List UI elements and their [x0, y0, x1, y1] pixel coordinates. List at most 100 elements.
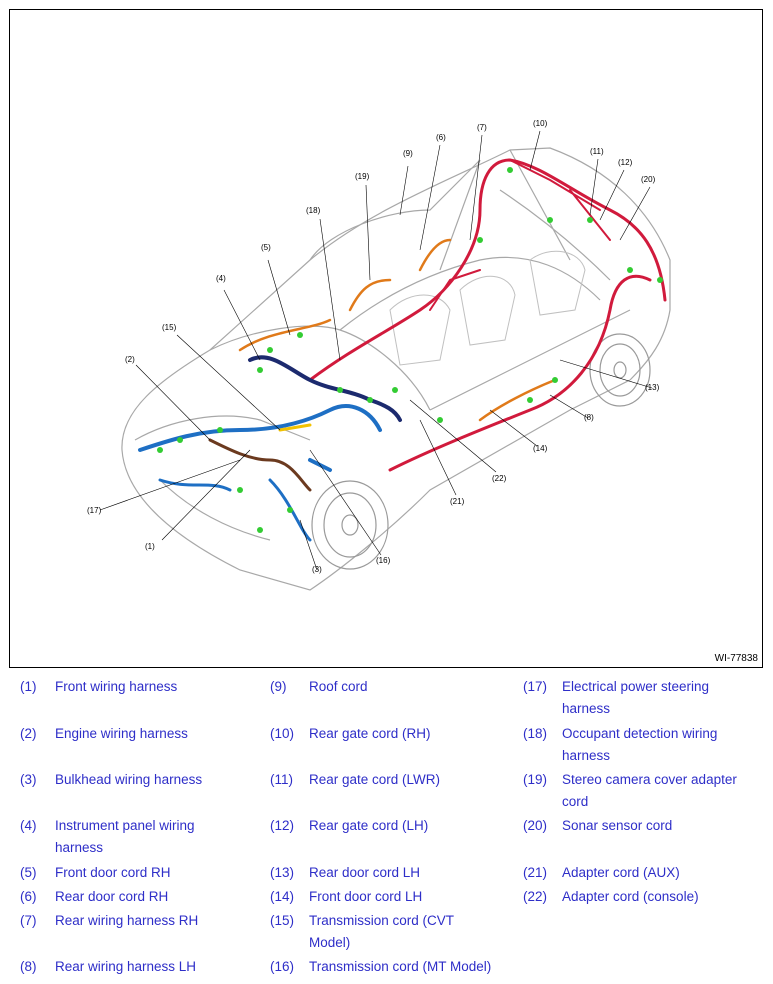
legend-label-line1: Transmission cord (MT Model) [309, 959, 492, 974]
legend-label-line1: Front door cord RH [55, 865, 171, 880]
legend-label: Stereo camera cover adapter cord [562, 769, 737, 813]
legend-number: (22) [523, 889, 548, 904]
legend-label: Rear gate cord (LWR) [309, 769, 440, 791]
wheels [311, 333, 651, 570]
legend-label: Rear wiring harness RH [55, 910, 198, 932]
callout-4: (4) [216, 274, 226, 283]
legend-number: (7) [20, 913, 37, 928]
legend-label: Roof cord [309, 676, 368, 698]
legend-number: (10) [270, 726, 295, 741]
legend-label-line1: Sonar sensor cord [562, 818, 673, 833]
legend-label-line2: cord [562, 794, 589, 809]
figure-id: WI-77838 [714, 653, 758, 664]
legend-label-line1: Roof cord [309, 679, 368, 694]
legend-label-line1: Rear door cord LH [309, 865, 421, 880]
legend-label-line1: Transmission cord (CVT [309, 913, 455, 928]
callout-1: (1) [145, 542, 155, 551]
callout-7: (7) [477, 123, 487, 132]
legend-label: Adapter cord (AUX) [562, 862, 680, 884]
callout-12: (12) [618, 158, 633, 167]
legend-label: Front door cord LH [309, 886, 422, 908]
callout-5: (5) [261, 243, 271, 252]
seats [389, 250, 586, 366]
callout-22: (22) [492, 474, 507, 483]
legend-number: (14) [270, 889, 295, 904]
legend-label: Sonar sensor cord [562, 815, 672, 837]
legend-number: (12) [270, 818, 295, 833]
legend-label-line1: Stereo camera cover adapter [562, 772, 737, 787]
legend-label-line1: Front door cord LH [309, 889, 423, 904]
legend-label: Adapter cord (console) [562, 886, 699, 908]
vehicle-body [121, 147, 671, 591]
callout-10: (10) [533, 119, 548, 128]
legend-number: (6) [20, 889, 37, 904]
legend-label-line2: harness [55, 840, 104, 855]
legend-label-line1: Rear gate cord (RH) [309, 726, 431, 741]
legend-label: Front wiring harness [55, 676, 177, 698]
legend-number: (1) [20, 679, 37, 694]
callout-9: (9) [403, 149, 413, 158]
legend-number: (5) [20, 865, 37, 880]
legend-label-line1: Bulkhead wiring harness [55, 772, 203, 787]
callout-labels: (1) (2) (3) (4) (5) (6) (7) (8) (9) (10)… [87, 119, 660, 574]
legend-label-line2: harness [562, 701, 611, 716]
legend-label: Instrument panel wiring harness [55, 815, 195, 859]
legend-label-line2: harness [562, 748, 611, 763]
callout-8: (8) [584, 413, 594, 422]
legend-label-line1: Electrical power steering [562, 679, 710, 694]
legend-label: Rear wiring harness LH [55, 956, 196, 978]
callout-20: (20) [641, 175, 656, 184]
legend-label: Bulkhead wiring harness [55, 769, 202, 791]
legend-number: (13) [270, 865, 295, 880]
legend-number: (17) [523, 679, 548, 694]
legend-number: (4) [20, 818, 37, 833]
legend-label: Transmission cord (MT Model) [309, 956, 491, 978]
harness-lines [138, 158, 667, 542]
legend-label: Rear gate cord (RH) [309, 723, 431, 745]
legend-label-line1: Rear door cord RH [55, 889, 169, 904]
legend-number: (20) [523, 818, 548, 833]
legend-label-line1: Engine wiring harness [55, 726, 188, 741]
legend-label: Occupant detection wiring harness [562, 723, 717, 767]
legend-label: Electrical power steering harness [562, 676, 709, 720]
callout-2: (2) [125, 355, 135, 364]
callout-16: (16) [376, 556, 391, 565]
legend-label: Transmission cord (CVT Model) [309, 910, 454, 954]
legend-label-line1: Instrument panel wiring [55, 818, 195, 833]
legend-label: Front door cord RH [55, 862, 171, 884]
wiring-harness-diagram: (1) (2) (3) (4) (5) (6) (7) (8) (9) (10)… [9, 9, 763, 668]
connectors [157, 167, 663, 533]
legend-label: Engine wiring harness [55, 723, 188, 745]
legend-number: (19) [523, 772, 548, 787]
legend-label-line1: Rear gate cord (LH) [309, 818, 429, 833]
legend-number: (2) [20, 726, 37, 741]
legend-label-line1: Front wiring harness [55, 679, 178, 694]
callout-18: (18) [306, 206, 321, 215]
callout-6: (6) [436, 133, 446, 142]
legend-label: Rear door cord RH [55, 886, 168, 908]
callout-17: (17) [87, 506, 102, 515]
legend-label-line1: Adapter cord (AUX) [562, 865, 680, 880]
legend-label-line1: Rear gate cord (LWR) [309, 772, 441, 787]
legend-number: (15) [270, 913, 295, 928]
callout-21: (21) [450, 497, 465, 506]
legend-label: Rear door cord LH [309, 862, 420, 884]
callout-14: (14) [533, 444, 548, 453]
legend-label-line2: Model) [309, 935, 351, 950]
callout-3: (3) [312, 565, 322, 574]
legend-number: (3) [20, 772, 37, 787]
legend-label: Rear gate cord (LH) [309, 815, 428, 837]
leader-lines [99, 130, 653, 571]
legend-number: (9) [270, 679, 287, 694]
callout-13: (13) [645, 383, 660, 392]
callout-19: (19) [355, 172, 370, 181]
vehicle-illustration: (1) (2) (3) (4) (5) (6) (7) (8) (9) (10)… [87, 119, 671, 591]
legend-label-line1: Rear wiring harness RH [55, 913, 199, 928]
legend-label-line1: Occupant detection wiring [562, 726, 718, 741]
legend-number: (11) [270, 772, 294, 787]
legend-number: (21) [523, 865, 548, 880]
legend-number: (8) [20, 959, 37, 974]
legend-number: (16) [270, 959, 295, 974]
legend-label-line1: Rear wiring harness LH [55, 959, 197, 974]
legend-number: (18) [523, 726, 548, 741]
